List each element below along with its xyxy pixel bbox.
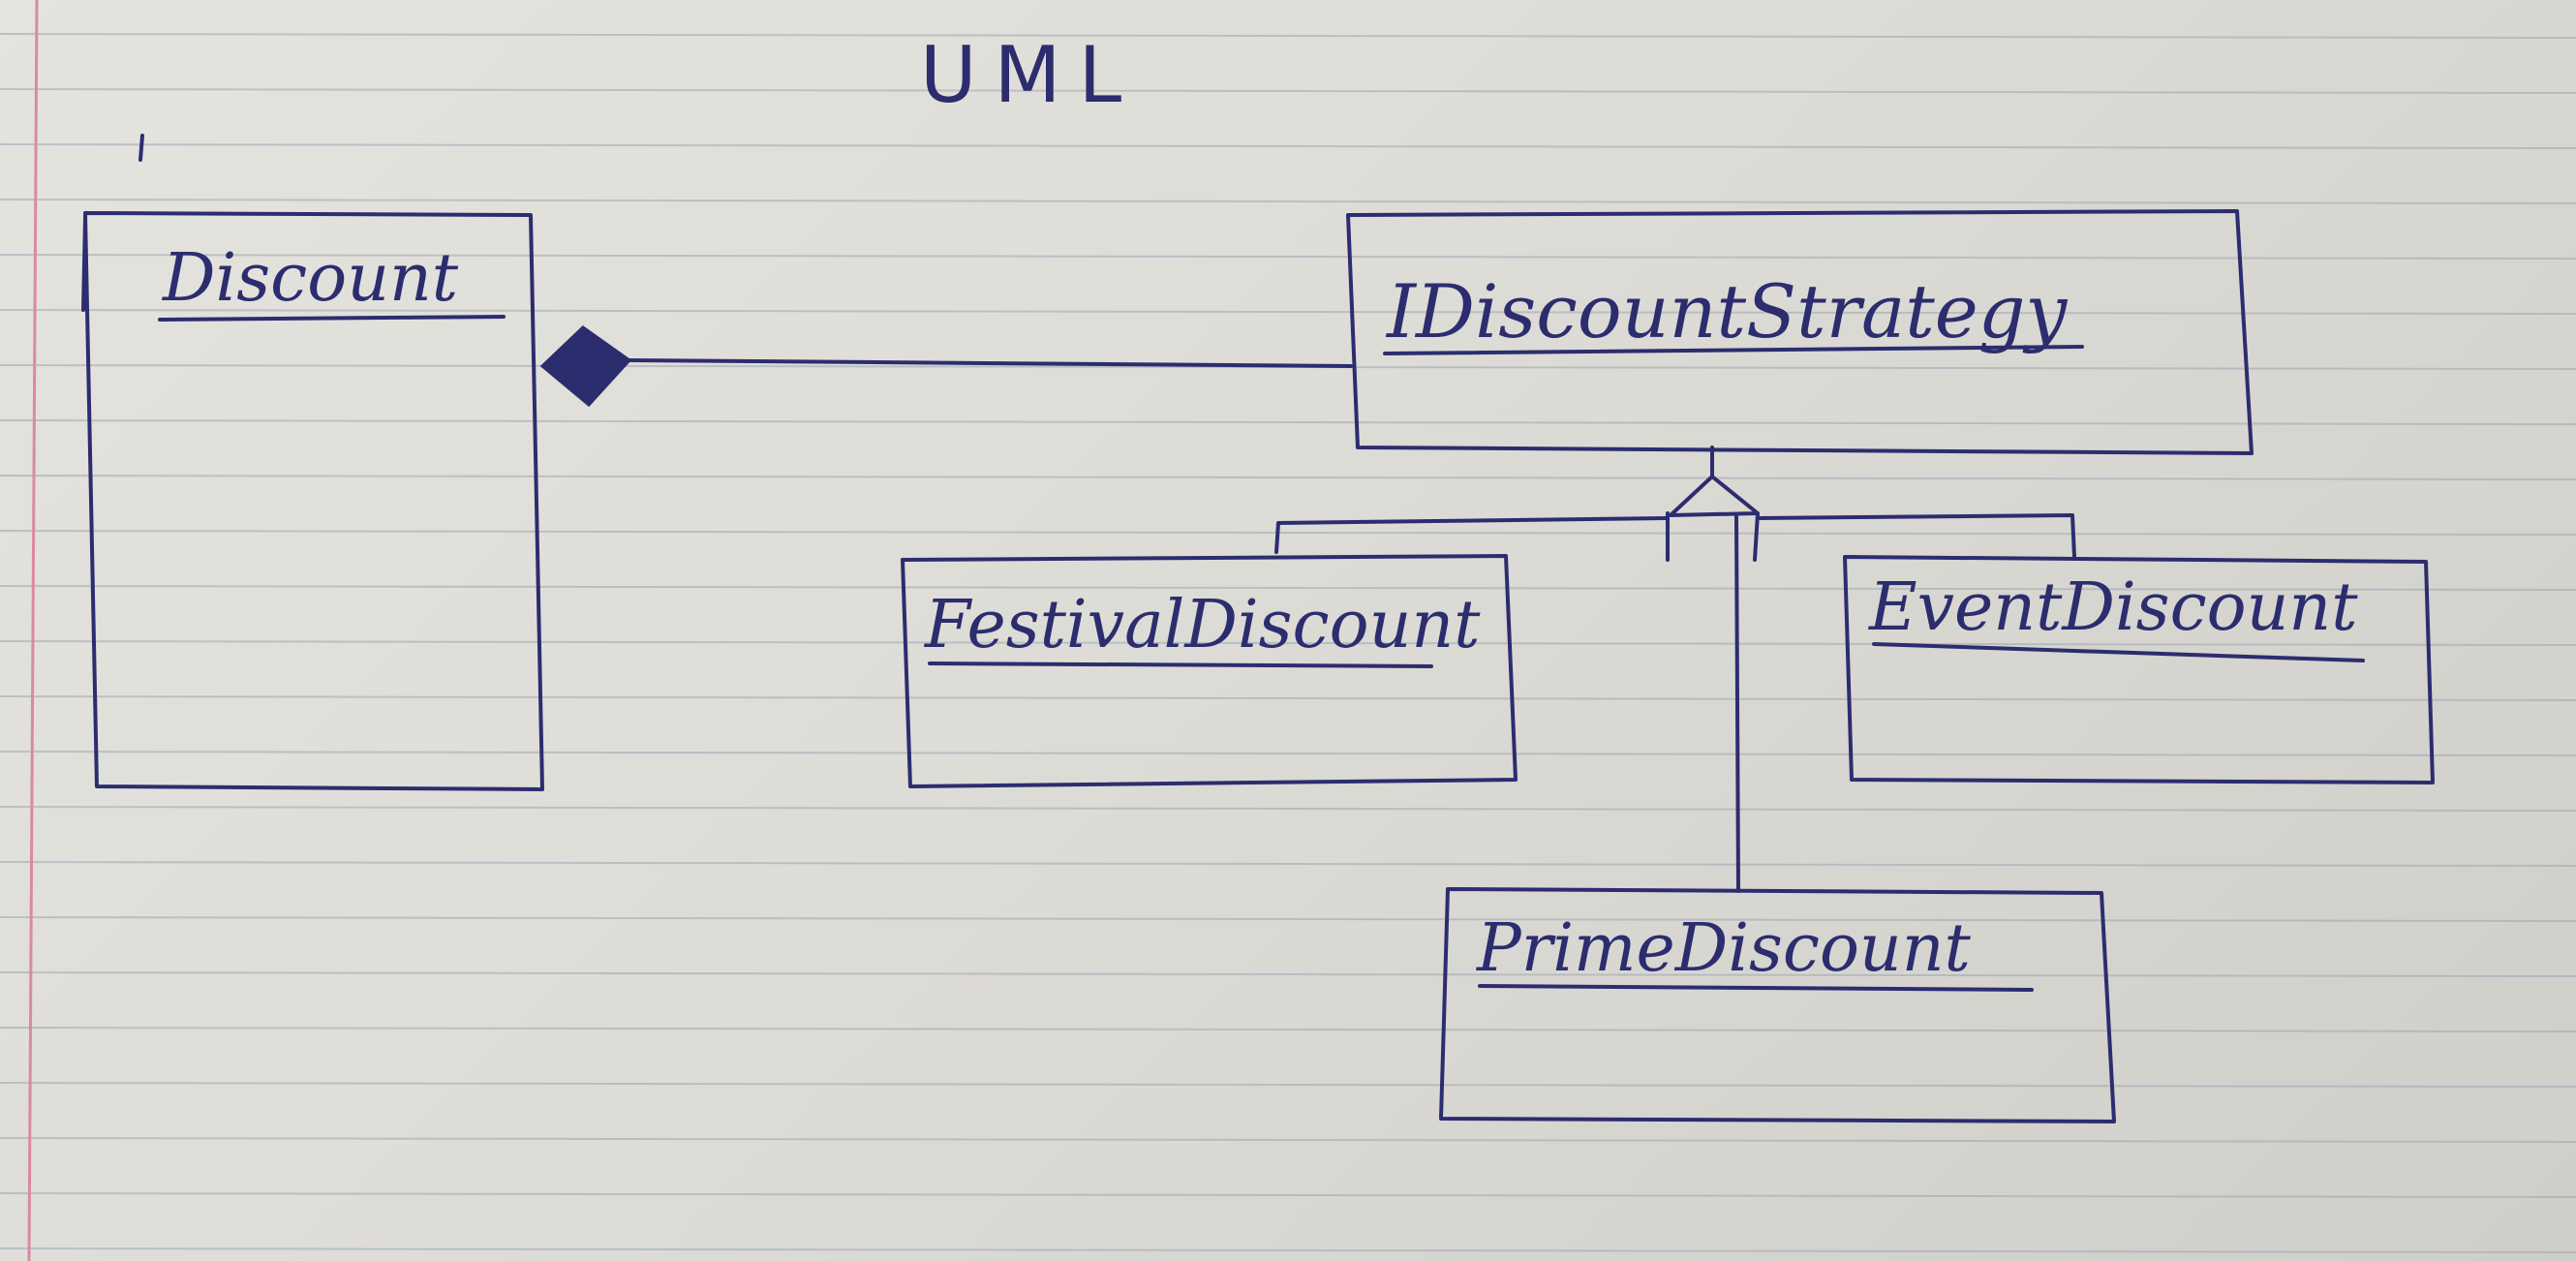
composition-line: [628, 358, 1353, 368]
discount-box-edge: [81, 216, 87, 312]
discount-box: [83, 211, 544, 791]
inheritance-right-drop: [1753, 511, 1760, 562]
ruled-line: [0, 916, 2576, 922]
diagram-title: UML: [920, 30, 1139, 120]
ruled-line: [0, 199, 2576, 204]
event-box: [1843, 555, 2435, 784]
event-underline: [1872, 642, 2365, 662]
composition-diamond: [539, 325, 632, 408]
ruled-line: [0, 585, 2576, 591]
prime-branch-line: [1734, 513, 1740, 893]
pen-tick-mark: [138, 134, 144, 162]
ruled-line: [0, 695, 2576, 701]
ruled-line: [0, 1137, 2576, 1143]
strategy-class: IDiscountStrategy: [1346, 209, 2254, 455]
ruled-line: [0, 254, 2576, 260]
discount-class-name: Discount: [161, 240, 459, 317]
ruled-line: [0, 33, 2576, 39]
margin-line: [27, 0, 39, 1261]
prime-box: [1439, 887, 2116, 1123]
ruled-line: [0, 751, 2576, 756]
ruled-line: [0, 640, 2576, 646]
festival-class: FestivalDiscount: [901, 554, 1518, 788]
ruled-line: [0, 88, 2576, 94]
ruled-line: [0, 971, 2576, 977]
ruled-line: [0, 309, 2576, 315]
festival-box: [901, 554, 1518, 788]
prime-underline: [1478, 984, 2034, 992]
discount-underline: [158, 315, 506, 322]
event-branch-line: [1756, 513, 2076, 559]
prime-class-name: PrimeDiscount: [1475, 910, 1972, 987]
discount-class: Discount: [81, 211, 544, 791]
festival-branch-line: [1274, 516, 1670, 554]
strategy-class-name: IDiscountStrategy: [1385, 268, 2068, 354]
ruled-line: [0, 1082, 2576, 1088]
ruled-line: [0, 1027, 2576, 1032]
ruled-lines: [0, 33, 2576, 1253]
festival-class-name: FestivalDiscount: [923, 587, 1481, 663]
event-class-name: EventDiscount: [1867, 569, 2358, 646]
inheritance-relation: [1274, 446, 2076, 893]
event-class: EventDiscount: [1843, 555, 2435, 784]
strategy-box: [1346, 209, 2254, 455]
ruled-line: [0, 806, 2576, 812]
ruled-line: [0, 1247, 2576, 1253]
inheritance-triangle: [1669, 475, 1760, 517]
festival-underline: [928, 661, 1433, 668]
ruled-line: [0, 530, 2576, 536]
ruled-line: [0, 1192, 2576, 1198]
ruled-line: [0, 419, 2576, 425]
strategy-underline: [1383, 345, 2084, 355]
ruled-line: [0, 143, 2576, 149]
prime-class: PrimeDiscount: [1439, 887, 2116, 1123]
composition-relation: [539, 325, 1353, 408]
ruled-line: [0, 475, 2576, 480]
ruled-line: [0, 861, 2576, 867]
